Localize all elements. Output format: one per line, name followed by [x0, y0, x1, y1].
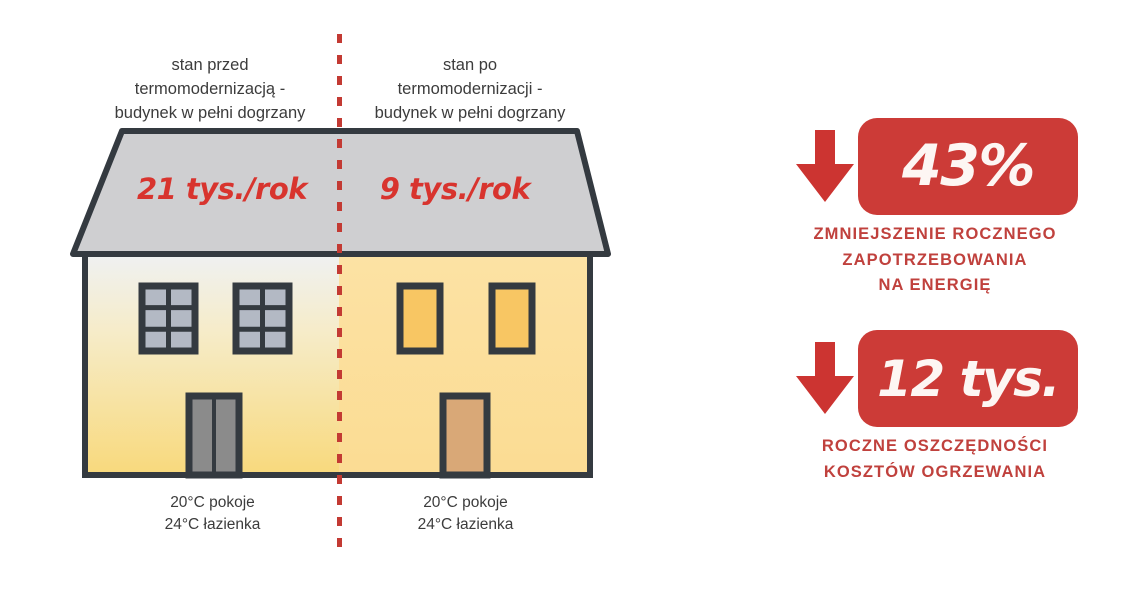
stat-energy-demand: 43% ZMNIEJSZENIE ROCZNEGO ZAPOTRZEBOWANI… — [780, 118, 1090, 294]
arrow-down-icon — [796, 342, 854, 414]
house-comparison-illustration: stan przed termomodernizacją - budynek w… — [70, 34, 611, 558]
roof-value-before: 21 tys./rok — [136, 172, 308, 206]
stat-caption: ZMNIEJSZENIE ROCZNEGO ZAPOTRZEBOWANIA NA… — [813, 225, 1057, 295]
window-before-right — [232, 282, 293, 355]
stat-row: 12 tys. — [780, 330, 1090, 428]
column-caption-after: stan po termomodernizacji - budynek w pe… — [374, 56, 566, 122]
stat-value: 12 tys. — [877, 349, 1060, 408]
stat-badge: 12 tys. — [858, 330, 1078, 427]
stat-caption: ROCZNE OSZCZĘDNOŚCI KOSZTÓW OGRZEWANIA — [821, 437, 1049, 481]
column-caption-before: stan przed termomodernizacją - budynek w… — [114, 56, 306, 122]
stats-panel: 43% ZMNIEJSZENIE ROCZNEGO ZAPOTRZEBOWANI… — [780, 0, 1148, 611]
window-after-left — [396, 282, 444, 355]
stat-row: 43% — [780, 118, 1090, 216]
temperature-caption-after: 20°C pokoje 24°C łazienka — [417, 494, 514, 534]
door-before — [185, 392, 243, 479]
stat-value: 43% — [902, 133, 1035, 199]
comparison-divider-line — [337, 34, 342, 558]
door-after — [439, 392, 491, 479]
temperature-caption-before: 20°C pokoje 24°C łazienka — [164, 494, 261, 534]
stat-heating-savings: 12 tys. ROCZNE OSZCZĘDNOŚCI KOSZTÓW OGRZ… — [780, 330, 1090, 481]
arrow-down-icon — [796, 130, 854, 202]
roof-value-after: 9 tys./rok — [379, 172, 531, 206]
window-before-left — [138, 282, 199, 355]
stat-badge: 43% — [858, 118, 1078, 215]
window-after-right — [488, 282, 536, 355]
